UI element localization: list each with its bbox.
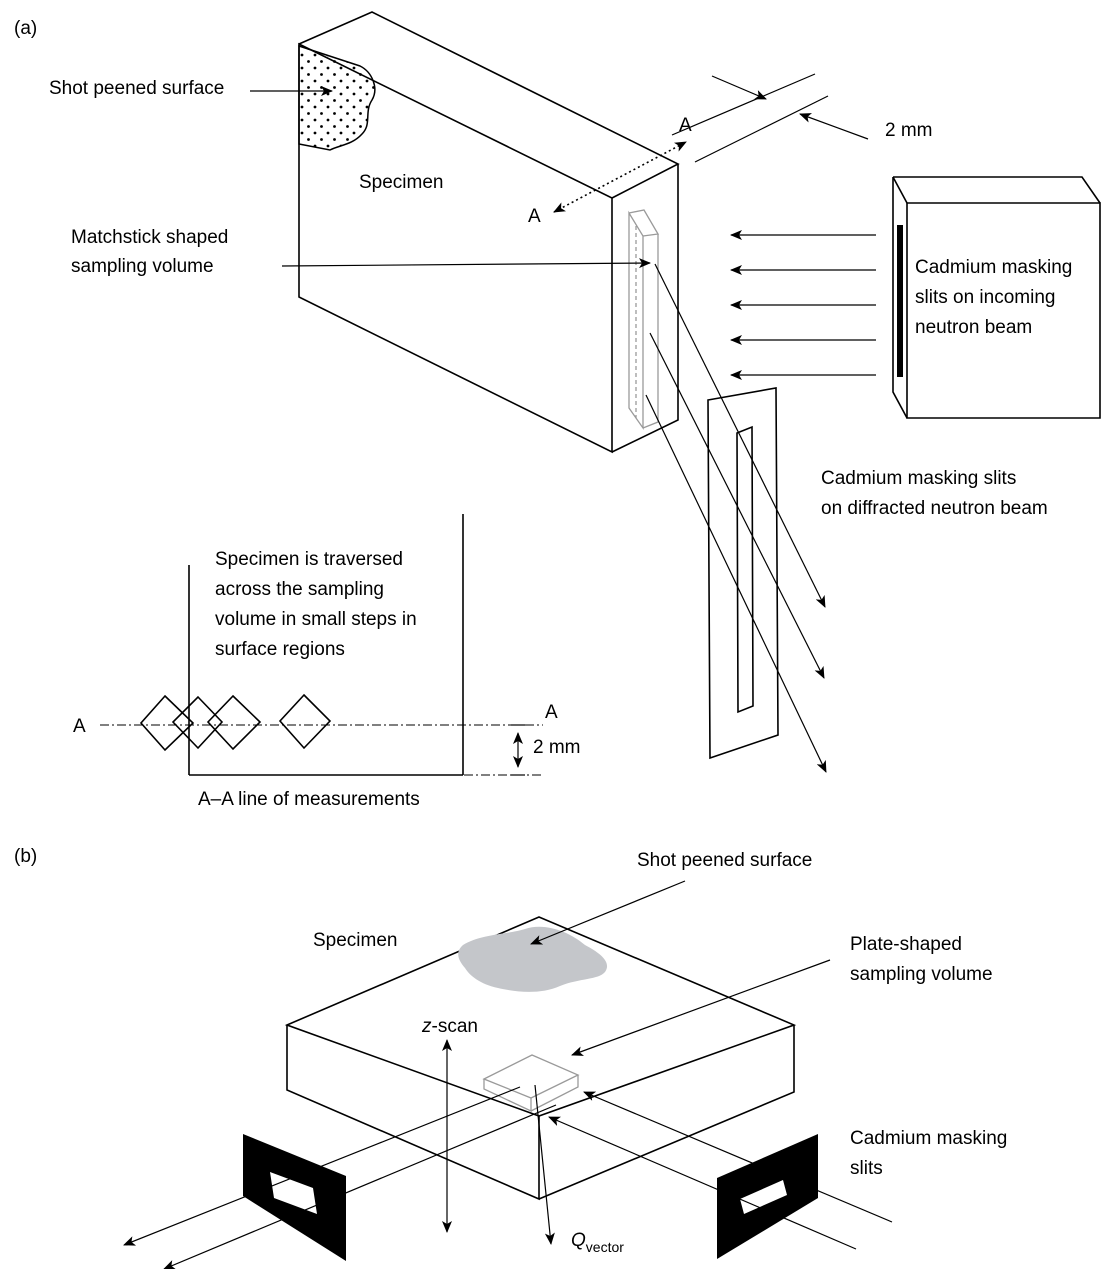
plate-sampling-volume — [482, 1054, 580, 1113]
panel-a: (a) Shot peened surface Specimen Matchst… — [14, 11, 1101, 810]
plate-volume-arrow — [571, 959, 831, 1056]
section-marker-a-upper: A — [679, 115, 692, 136]
diffracted-slit-plate — [707, 387, 779, 760]
panel-a-label: (a) — [14, 18, 37, 39]
matchstick-sampling-volume — [628, 209, 660, 431]
shot-peened-patch — [458, 926, 608, 992]
specimen-label: Specimen — [359, 172, 444, 193]
specimen-side-face — [611, 164, 679, 453]
line-caption: A–A line of measurements — [198, 789, 420, 810]
traverse-line2: across the sampling — [215, 579, 384, 600]
sampling-diamond-4 — [278, 693, 332, 750]
panel-b: (b) Shot peened — [14, 846, 1007, 1269]
plate-left-face — [286, 1025, 540, 1201]
traverse-line3: volume in small steps in — [215, 609, 417, 630]
shot-peened-arrow-b — [530, 880, 686, 945]
incoming-slits-line1: Cadmium masking — [915, 257, 1072, 278]
step-size-label: 2 mm — [533, 737, 581, 758]
section-a-a-dotted — [553, 141, 687, 213]
shot-peened-area — [298, 44, 376, 151]
left-cadmium-slit — [243, 1134, 346, 1261]
shot-peened-label-b: Shot peened surface — [637, 850, 812, 871]
diffracted-slits-line2: on diffracted neutron beam — [821, 498, 1048, 519]
plate-right-face — [538, 1025, 795, 1200]
incoming-slits-line2: slits on incoming — [915, 287, 1055, 308]
traverse-line1: Specimen is traversed — [215, 549, 403, 570]
shot-peened-label: Shot peened surface — [49, 78, 224, 99]
matchstick-arrow — [281, 258, 651, 269]
cadmium-slits-label-line1: Cadmium masking — [850, 1128, 1007, 1149]
incoming-beam-arrows — [730, 230, 876, 380]
incoming-slit-box — [892, 176, 1101, 419]
traverse-cross-section — [100, 514, 543, 776]
beam-width-label: 2 mm — [885, 120, 933, 141]
specimen-block — [298, 11, 680, 454]
diffracted-slits-line1: Cadmium masking slits — [821, 468, 1016, 489]
plate-volume-label-line2: sampling volume — [850, 964, 993, 985]
section-marker-a-lower: A — [528, 206, 541, 227]
z-scan-label: z-scan — [421, 1016, 478, 1037]
incoming-slits-line3: neutron beam — [915, 317, 1032, 338]
right-cadmium-slit — [717, 1134, 818, 1259]
line-end-a-left: A — [73, 716, 86, 737]
specimen-label-b: Specimen — [313, 930, 398, 951]
sampling-diamond-1 — [139, 694, 195, 752]
plate-volume-label-line1: Plate-shaped — [850, 934, 962, 955]
beam-width-indicator: 2 mm — [671, 73, 933, 163]
sampling-diamond-2 — [171, 695, 224, 750]
q-vector-label: Qvector — [571, 1230, 624, 1255]
traverse-line4: surface regions — [215, 639, 345, 660]
sampling-diamond-3 — [206, 694, 262, 751]
line-end-a-right: A — [545, 702, 558, 723]
plate-specimen — [284, 916, 797, 1201]
incoming-slit-bar — [897, 225, 903, 377]
cadmium-slits-label-line2: slits — [850, 1158, 883, 1179]
diffracted-beam-arrows — [645, 263, 827, 773]
panel-b-label: (b) — [14, 846, 37, 867]
q-vector-arrow — [534, 1084, 555, 1245]
matchstick-label-line1: Matchstick shaped — [71, 227, 228, 248]
beam-lines — [123, 1086, 893, 1269]
matchstick-label-line2: sampling volume — [71, 256, 214, 277]
